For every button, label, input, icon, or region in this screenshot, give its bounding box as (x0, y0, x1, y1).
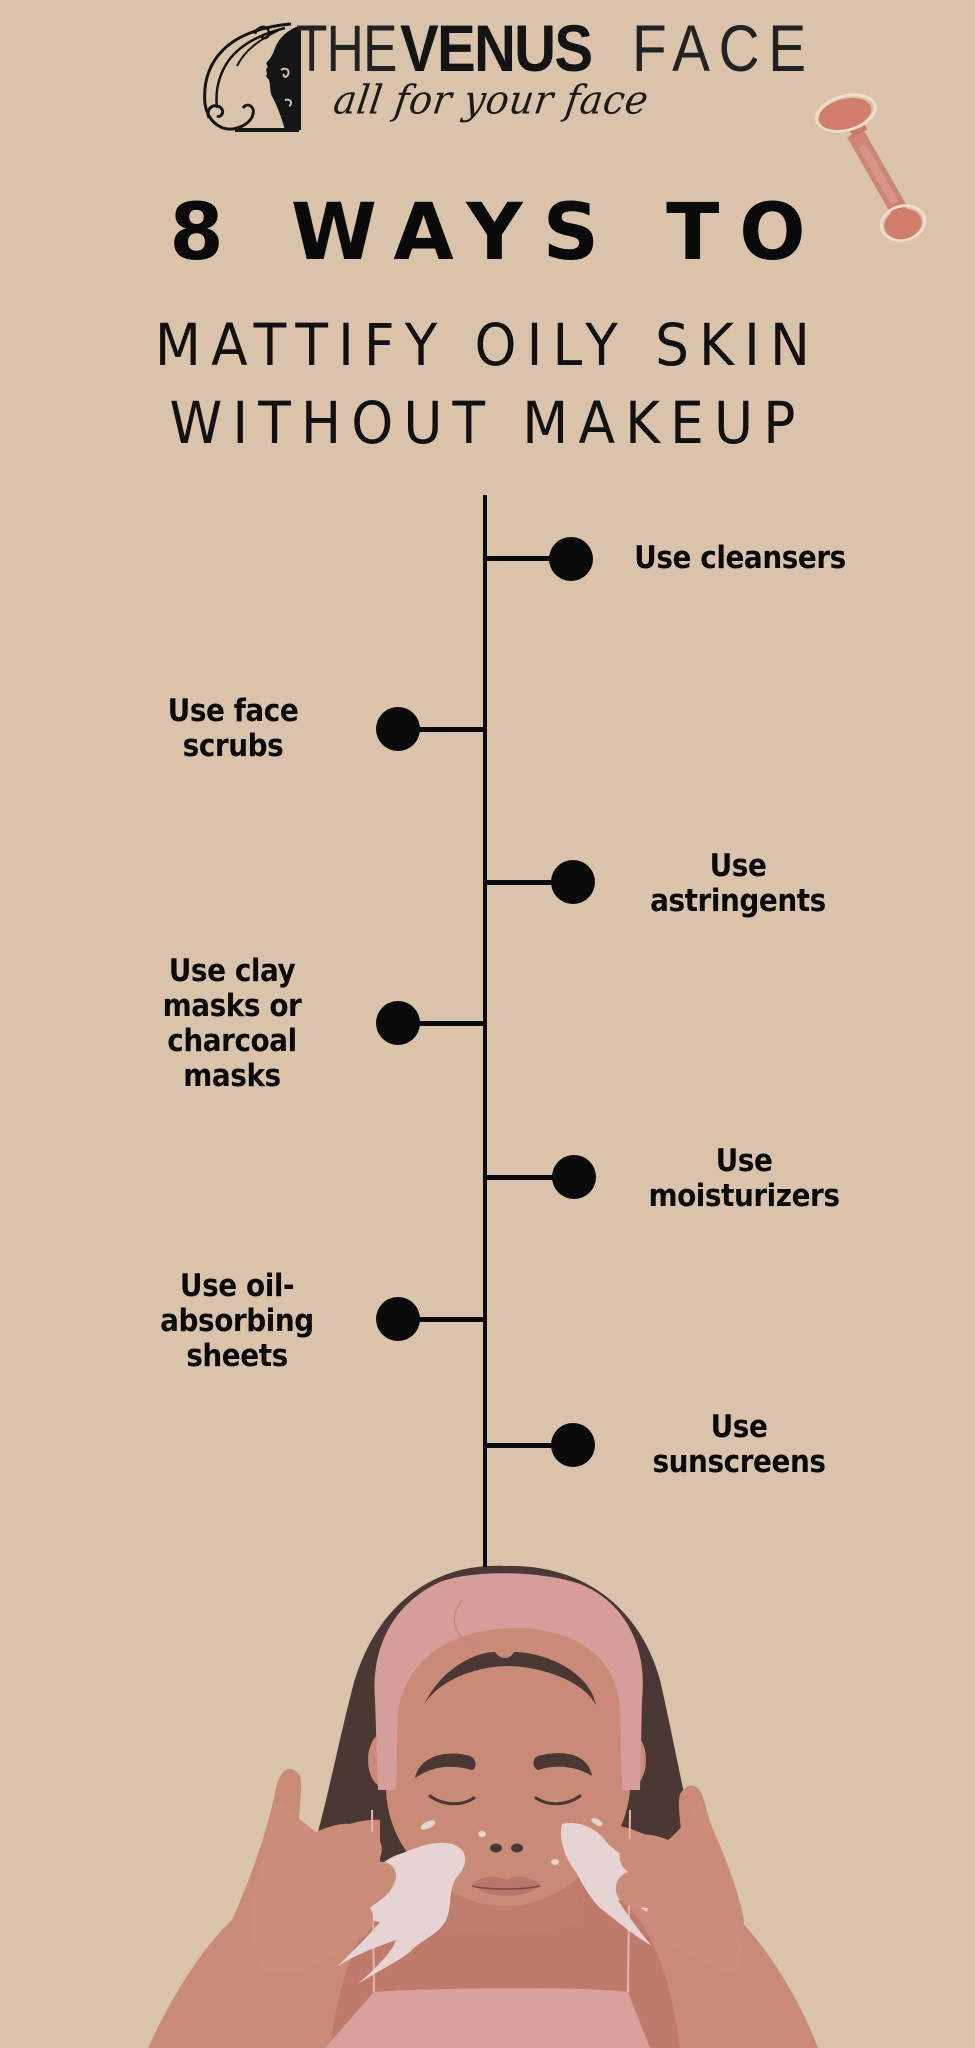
timeline-spine (483, 495, 487, 1567)
timeline-label-clay-masks: Use clay masks or charcoal masks (162, 953, 302, 1094)
brand-the: THE (296, 11, 397, 85)
subtitle-line-1: MATTIFY OILY SKIN (154, 311, 821, 379)
timeline-label-cleansers: Use cleansers (634, 540, 846, 576)
timeline-label-sunscreens: Use sunscreens (652, 1409, 826, 1480)
timeline-connector (485, 880, 560, 885)
timeline-dot (376, 707, 420, 751)
face-roller-icon (815, 93, 927, 242)
woman-washing-face-illustration (148, 1500, 818, 2048)
timeline-connector (485, 1443, 560, 1448)
timeline-connector (410, 1317, 485, 1322)
timeline-connector (410, 727, 485, 732)
brand-wordmark: THEVENUS FACE (296, 11, 844, 85)
timeline-connector (485, 556, 555, 561)
headline: 8 WAYS TO (169, 188, 826, 278)
timeline-dot (549, 537, 593, 581)
timeline-label-moisturizers: Use moisturizers (648, 1143, 840, 1214)
timeline-dot (551, 860, 595, 904)
subtitle-line-2: WITHOUT MAKEUP (169, 389, 806, 457)
timeline-dot (551, 1423, 595, 1467)
timeline-label-oil-absorbing-sheets: Use oil- absorbing sheets (160, 1268, 314, 1374)
brand-venus: VENUS (400, 11, 593, 85)
timeline-dot (552, 1155, 596, 1199)
woman-profile-logo-icon (203, 22, 301, 132)
brand-tagline: all for your face (330, 76, 652, 124)
timeline-label-astringents: Use astringents (650, 848, 826, 919)
timeline-connector (410, 1021, 485, 1026)
brand-face: FACE (632, 11, 815, 85)
timeline-dot (376, 1297, 420, 1341)
timeline-dot (376, 1001, 420, 1045)
timeline-label-face-scrubs: Use face scrubs (167, 693, 299, 764)
timeline-connector (485, 1175, 560, 1180)
